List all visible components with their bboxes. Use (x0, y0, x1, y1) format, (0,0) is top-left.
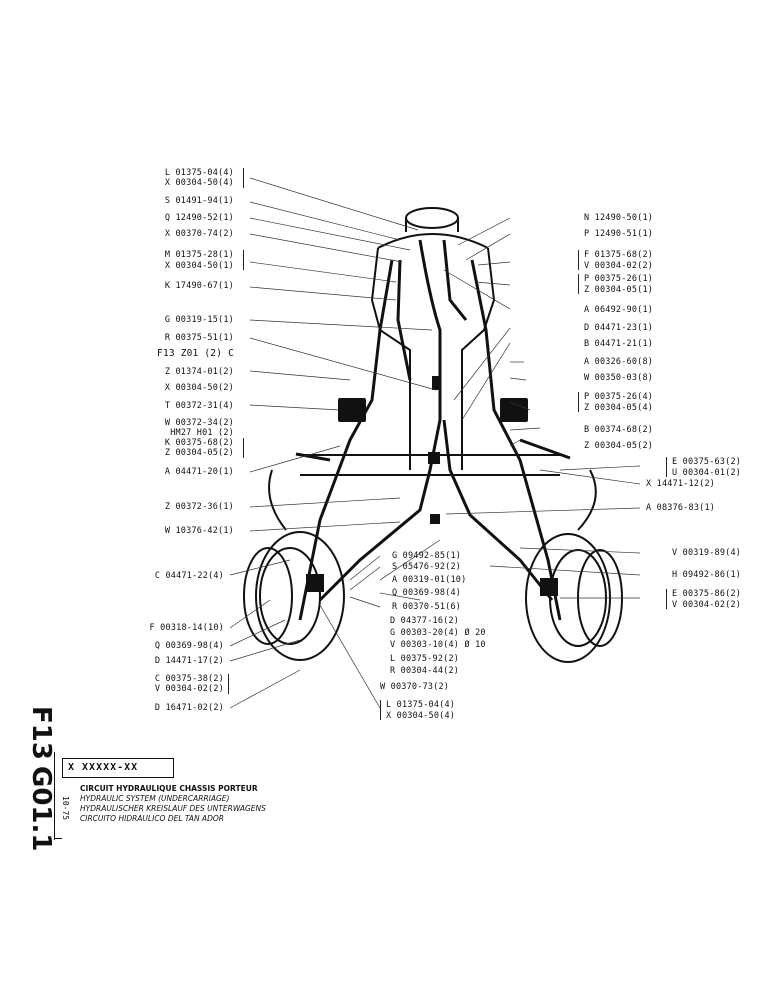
part-label-right-5: P 00375-26(1) (584, 274, 654, 284)
part-label-center-12: L 01375-04(4) (386, 700, 456, 710)
part-label-left-5: X 00370-74(2) (164, 229, 234, 239)
part-label-right-23: V 00304-02(2) (672, 600, 742, 610)
part-label-left-21: W 10376-42(1) (164, 526, 234, 536)
part-label-right-11: W 00350-03(8) (584, 373, 654, 383)
part-label-left-28: D 16471-02(2) (154, 703, 224, 713)
part-label-right-8: D 04471-23(1) (584, 323, 654, 333)
part-label-left-12: Z 01374-01(2) (164, 367, 234, 377)
part-label-center-7: G 00303-20(4) Ø 20 (390, 628, 486, 638)
part-label-center-5: R 00370-51(6) (392, 602, 462, 612)
part-label-right-22: E 00375-86(2) (672, 589, 742, 599)
part-label-center-9: L 00375-92(2) (390, 654, 460, 664)
part-label-left-11: F13 Z01 (2) C (157, 348, 234, 359)
part-label-left-1: L 01375-04(4) (164, 168, 234, 178)
part-label-center-2: S 05476-92(2) (392, 562, 462, 572)
part-label-center-6: D 04377-16(2) (390, 616, 460, 626)
part-label-right-17: U 00304-01(2) (672, 468, 742, 478)
part-label-right-4: V 00304-02(2) (584, 261, 654, 271)
part-label-right-14: B 00374-68(2) (584, 425, 654, 435)
part-label-center-8: V 00303-10(4) Ø 10 (390, 640, 486, 650)
part-label-left-14: T 00372-31(4) (164, 401, 234, 411)
part-label-left-6: M 01375-28(1) (164, 250, 234, 260)
part-label-right-13: Z 00304-05(4) (584, 403, 654, 413)
part-label-right-2: P 12490-51(1) (584, 229, 654, 239)
part-label-left-27: V 00304-02(2) (154, 684, 224, 694)
sheet-code-primary: F13 (26, 706, 56, 760)
part-label-center-10: R 00304-44(2) (390, 666, 460, 676)
part-label-left-20: Z 00372-36(1) (164, 502, 234, 512)
label-brace (243, 250, 244, 270)
title-en: HYDRAULIC SYSTEM (UNDERCARRIAGE) (80, 794, 230, 803)
label-brace (578, 250, 579, 270)
part-label-center-1: G 09492-85(1) (392, 551, 462, 561)
part-label-left-23: F 00318-14(10) (149, 623, 224, 633)
part-label-left-16: HM27 H01 (2) (170, 428, 234, 438)
part-label-center-11: W 00370-73(2) (380, 682, 450, 692)
part-label-left-18: Z 00304-05(2) (164, 448, 234, 458)
title-fr: CIRCUIT HYDRAULIQUE CHASSIS PORTEUR (80, 784, 258, 793)
part-label-right-6: Z 00304-05(1) (584, 285, 654, 295)
label-brace (380, 700, 381, 720)
part-label-left-19: A 04471-20(1) (164, 467, 234, 477)
label-brace (578, 274, 579, 294)
part-label-right-3: F 01375-68(2) (584, 250, 654, 260)
part-label-right-15: Z 00304-05(2) (584, 441, 654, 451)
sheet-code-secondary: G01.1 (26, 766, 56, 852)
label-brace (666, 457, 667, 477)
label-brace (578, 392, 579, 412)
sheet-frame-left (54, 752, 55, 840)
part-label-right-9: B 04471-21(1) (584, 339, 654, 349)
part-label-left-25: D 14471-17(2) (154, 656, 224, 666)
part-label-left-3: S 01491-94(1) (164, 196, 234, 206)
label-brace (666, 589, 667, 609)
sheet-date: 10-75 (61, 796, 70, 821)
part-label-right-20: V 00319-89(4) (672, 548, 742, 558)
part-label-left-7: X 00304-50(1) (164, 261, 234, 271)
part-label-left-2: X 00304-50(4) (164, 178, 234, 188)
part-label-left-15: W 00372-34(2) (164, 418, 234, 428)
part-label-right-18: X 14471-12(2) (646, 479, 716, 489)
part-label-right-7: A 06492-90(1) (584, 305, 654, 315)
label-brace (243, 438, 244, 458)
part-label-left-8: K 17490-67(1) (164, 281, 234, 291)
part-label-right-16: E 00375-63(2) (672, 457, 742, 467)
part-label-right-12: P 00375-26(4) (584, 392, 654, 402)
part-label-center-4: Q 00369-98(4) (392, 588, 462, 598)
part-label-left-10: R 00375-51(1) (164, 333, 234, 343)
part-label-right-19: A 08376-83(1) (646, 503, 716, 513)
sheet-frame-bottom (54, 838, 62, 839)
part-label-right-21: H 09492-86(1) (672, 570, 742, 580)
part-label-left-17: K 00375-68(2) (164, 438, 234, 448)
part-code: X XXXXX-XX (68, 762, 139, 773)
title-es: CIRCUITO HIDRAULICO DEL TAN ADOR (80, 814, 224, 823)
part-label-left-26: C 00375-38(2) (154, 674, 224, 684)
label-brace (243, 168, 244, 188)
part-label-center-13: X 00304-50(4) (386, 711, 456, 721)
part-label-left-4: Q 12490-52(1) (164, 213, 234, 223)
title-de: HYDRAULISCHER KREISLAUF DES UNTERWAGENS (80, 804, 266, 813)
part-label-left-24: Q 00369-98(4) (154, 641, 224, 651)
part-label-center-3: A 00319-01(10) (392, 575, 467, 585)
part-label-left-22: C 04471-22(4) (154, 571, 224, 581)
part-code-box (62, 758, 174, 778)
part-label-left-13: X 00304-50(2) (164, 383, 234, 393)
label-brace (228, 674, 229, 694)
part-label-left-9: G 00319-15(1) (164, 315, 234, 325)
part-label-right-10: A 00326-60(8) (584, 357, 654, 367)
part-label-right-1: N 12490-50(1) (584, 213, 654, 223)
